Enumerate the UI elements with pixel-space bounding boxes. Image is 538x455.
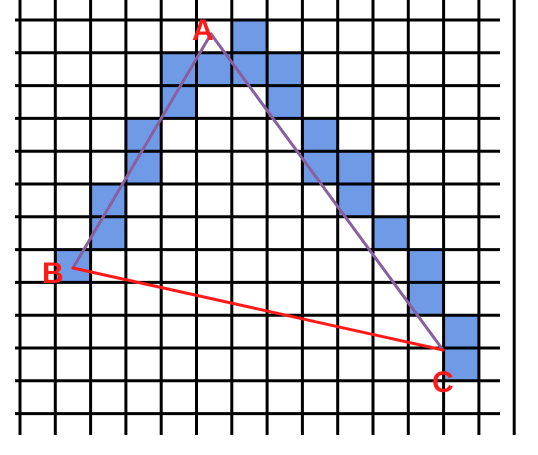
shaded-cell — [443, 315, 479, 348]
shaded-cell — [408, 249, 444, 283]
shaded-cell — [373, 216, 409, 250]
edge-ac — [209, 32, 445, 352]
vertex-labels: A B C — [42, 14, 454, 399]
shaded-cell — [231, 20, 268, 53]
vertex-label-b: B — [42, 257, 64, 290]
shaded-cell — [267, 52, 303, 86]
shaded-cell — [302, 118, 338, 152]
shaded-cell — [443, 348, 479, 381]
edge-ab — [71, 32, 213, 270]
shaded-cell — [196, 52, 232, 86]
vertex-label-c: C — [432, 366, 454, 399]
grid — [15, 0, 516, 435]
edge-bc — [71, 266, 445, 352]
shaded-cell — [337, 184, 373, 217]
shaded-cell — [90, 216, 126, 250]
shaded-cell — [267, 85, 303, 119]
shaded-cell — [337, 151, 373, 184]
triangle-edges — [71, 32, 445, 352]
vertex-label-a: A — [192, 14, 214, 47]
